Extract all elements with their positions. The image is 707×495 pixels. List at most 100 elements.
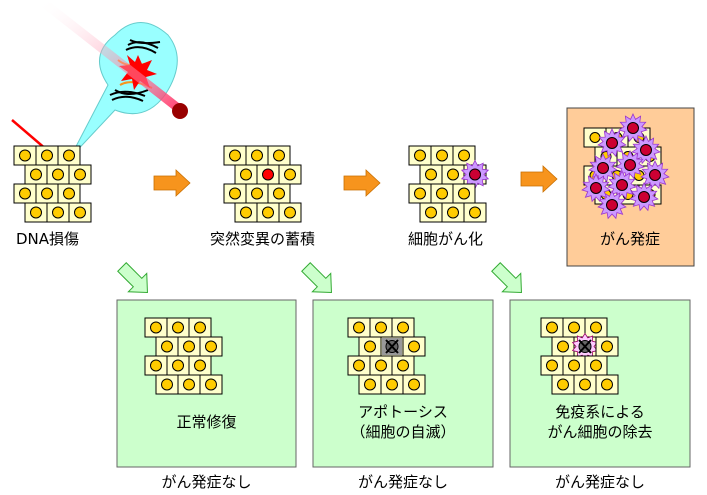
nucleus	[150, 359, 162, 372]
nucleus	[568, 321, 580, 334]
nucleus	[579, 378, 591, 391]
nucleus	[364, 378, 376, 391]
nucleus	[284, 168, 296, 181]
nucleus	[375, 321, 387, 334]
nucleus	[436, 187, 448, 200]
radiation-particle	[172, 103, 188, 119]
cancer-nucleus	[627, 122, 639, 134]
cancer-nucleus	[638, 191, 650, 203]
branch-arrow-shape	[491, 262, 522, 293]
tissue-transformation	[408, 145, 490, 223]
nucleus	[284, 206, 296, 219]
stage-label-dna-damage: DNA損傷	[16, 230, 80, 248]
nucleus	[414, 149, 426, 162]
outcome-result-normal-repair: がん発症なし	[161, 473, 252, 491]
nucleus	[41, 149, 53, 162]
nucleus	[229, 187, 241, 200]
stage-label-cancer-onset: がん発症	[600, 230, 661, 248]
nucleus	[30, 206, 42, 219]
nucleus	[425, 168, 437, 181]
dna-helix-icon	[109, 39, 161, 102]
cancer-nucleus	[640, 144, 652, 156]
nucleus	[408, 378, 420, 391]
nucleus	[251, 187, 263, 200]
nucleus	[240, 168, 252, 181]
outcome-title-line: 免疫系による	[555, 403, 645, 421]
cross-icon	[385, 339, 399, 354]
nucleus	[458, 187, 470, 200]
outcome-title-normal-repair: 正常修復	[117, 412, 296, 432]
cancer-nucleus	[616, 179, 628, 191]
nucleus	[41, 187, 53, 200]
nucleus	[557, 340, 569, 353]
nucleus	[425, 206, 437, 219]
nucleus	[375, 359, 387, 372]
nucleus	[397, 321, 409, 334]
nucleus	[364, 340, 376, 353]
nucleus	[601, 378, 613, 391]
nucleus	[172, 359, 184, 372]
nucleus	[150, 321, 162, 334]
branch-arrow-shape	[301, 262, 332, 293]
nucleus	[205, 340, 217, 353]
nucleus	[458, 149, 470, 162]
tissue-cancer-onset	[581, 113, 670, 220]
nucleus	[353, 359, 365, 372]
nucleus	[240, 206, 252, 219]
cancer-nucleus	[597, 162, 609, 174]
nucleus	[63, 187, 75, 200]
nucleus	[557, 378, 569, 391]
nucleus	[408, 340, 420, 353]
branch-arrow-normal-repair	[117, 262, 148, 293]
stage-label-transformation: 細胞がん化	[408, 230, 484, 248]
nucleus	[63, 149, 75, 162]
arrow-to-cancer-onset	[520, 165, 558, 193]
nucleus	[194, 321, 206, 334]
nucleus	[19, 187, 31, 200]
arrow-to-mutation	[153, 169, 191, 197]
cancer-nucleus	[624, 159, 636, 171]
nucleus	[183, 340, 195, 353]
cancer-nucleus	[606, 199, 618, 211]
outcome-result-apoptosis: がん発症なし	[357, 473, 448, 491]
outcome-title-line: （細胞の自滅）	[350, 423, 456, 441]
nucleus	[436, 149, 448, 162]
outcome-title-immune-removal: 免疫系による がん細胞の除去	[510, 402, 690, 442]
nucleus	[74, 168, 86, 181]
nucleus	[386, 378, 398, 391]
nucleus	[19, 149, 31, 162]
nucleus	[229, 149, 241, 162]
branch-arrow-apoptosis	[301, 262, 332, 293]
nucleus	[447, 206, 459, 219]
nucleus	[273, 187, 285, 200]
nucleus	[353, 321, 365, 334]
outcome-title-line: がん細胞の除去	[547, 423, 653, 441]
cancer-nucleus	[590, 182, 602, 194]
nucleus	[568, 359, 580, 372]
cancer-nucleus	[649, 169, 661, 181]
tissue-immune-removal	[540, 317, 619, 395]
nucleus	[205, 378, 217, 391]
nucleus	[161, 378, 173, 391]
nucleus	[414, 187, 426, 200]
nucleus	[273, 149, 285, 162]
nucleus	[546, 321, 558, 334]
nucleus	[397, 359, 409, 372]
nucleus	[469, 206, 481, 219]
cross-icon	[578, 339, 592, 354]
nucleus	[74, 206, 86, 219]
branch-arrow-immune-removal	[491, 262, 522, 293]
nucleus	[251, 149, 263, 162]
tissue-mutation-accumulation	[223, 145, 302, 223]
outcome-result-immune-removal: がん発症なし	[554, 473, 645, 491]
stage-label-mutation-accumulation: 突然変異の蓄積	[210, 230, 316, 248]
arrow-to-transformation	[343, 169, 381, 197]
nucleus	[447, 168, 459, 181]
mutated-nucleus	[262, 168, 274, 181]
radiation-beam	[37, 0, 181, 112]
nucleus	[546, 359, 558, 372]
nucleus	[161, 340, 173, 353]
nucleus	[172, 321, 184, 334]
cancer-nucleus	[469, 168, 481, 181]
